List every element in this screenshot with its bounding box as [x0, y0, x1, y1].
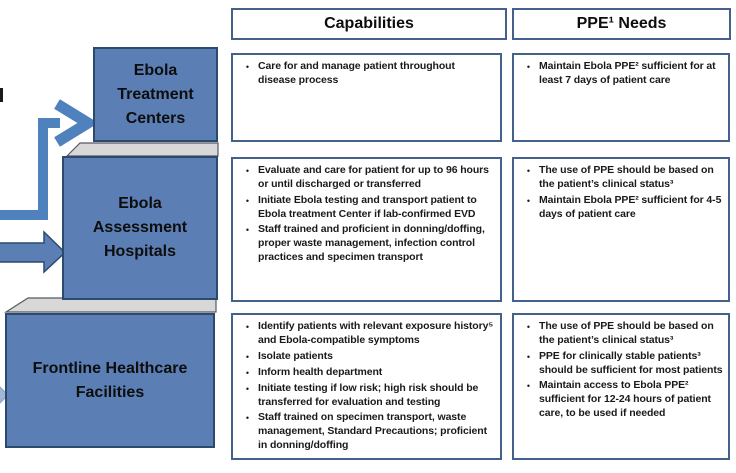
tier-label-frontline-facilities: Frontline Healthcare Facilities: [32, 359, 188, 401]
ppe-panel-frontline-facilities: • The use of PPE should be based on the …: [512, 313, 730, 460]
capabilities-panel-frontline-facilities: • Identify patients with relevant exposu…: [231, 313, 502, 460]
header-ppe-needs: PPE¹ Needs: [512, 8, 731, 40]
bullet-text: Initiate testing if low risk; high risk …: [258, 381, 479, 408]
bullet-text: The use of PPE should be based on the pa…: [539, 320, 714, 346]
bullet-item: • Initiate Ebola testing and transport p…: [237, 194, 495, 222]
bullet-item: • Maintain Ebola PPE² sufficient for at …: [518, 60, 723, 88]
bullet-icon: •: [526, 62, 531, 72]
capabilities-panel-treatment-centers: • Care for and manage patient throughout…: [231, 53, 502, 142]
ppe-panel-treatment-centers: • Maintain Ebola PPE² sufficient for at …: [512, 53, 730, 142]
tier-label-assessment-hospitals: Ebola Assessment Hospitals: [92, 195, 188, 260]
bullet-item: • The use of PPE should be based on the …: [518, 164, 723, 192]
bullet-item: • Identify patients with relevant exposu…: [237, 320, 495, 348]
bullet-icon: •: [245, 195, 250, 206]
tier-box-frontline-facilities: Frontline Healthcare Facilities: [5, 313, 215, 448]
bullet-icon: •: [526, 195, 531, 206]
bullet-icon: •: [526, 381, 531, 392]
bullet-item: • Care for and manage patient throughout…: [237, 60, 495, 88]
edge-artifact: [0, 88, 3, 102]
bullet-text: Maintain Ebola PPE² sufficient for 4-5 d…: [539, 193, 722, 220]
bullet-text: PPE for clinically stable patients³ shou…: [539, 349, 723, 376]
tier-label-treatment-centers: Ebola Treatment Centers: [117, 61, 194, 127]
bullet-text: Maintain Ebola PPE² sufficient for at le…: [539, 60, 716, 86]
bullet-text: Isolate patients: [258, 349, 333, 362]
bullet-icon: •: [245, 225, 250, 236]
flow-arrows-graphic: [0, 88, 219, 404]
step-strip-lower: [3, 297, 217, 313]
elbow-arrowhead-icon: [54, 99, 99, 147]
bullet-text: Evaluate and care for patient for up to …: [258, 164, 489, 190]
tier-box-treatment-centers: Ebola Treatment Centers: [93, 47, 218, 142]
header-capabilities: Capabilities: [231, 8, 507, 40]
bullet-item: • Initiate testing if low risk; high ris…: [237, 382, 495, 410]
header-ppe-needs-label: PPE¹ Needs: [576, 15, 667, 32]
bullet-icon: •: [526, 322, 531, 332]
bullet-icon: •: [526, 351, 531, 362]
elbow-arrow-to-treatment-icon: [0, 118, 60, 220]
bullet-icon: •: [245, 367, 250, 378]
bullet-item: • PPE for clinically stable patients³ sh…: [518, 350, 723, 378]
bullet-item: • Maintain Ebola PPE² sufficient for 4-5…: [518, 194, 723, 222]
bullet-item: • The use of PPE should be based on the …: [518, 320, 723, 348]
ppe-panel-assessment-hospitals: • The use of PPE should be based on the …: [512, 157, 730, 302]
bullet-item: • Isolate patients: [237, 350, 495, 364]
bullet-icon: •: [245, 62, 250, 72]
bullet-item: • Staff trained on specimen transport, w…: [237, 411, 495, 453]
bullet-icon: •: [245, 166, 250, 176]
bullet-item: • Staff trained and proficient in donnin…: [237, 223, 495, 265]
small-arrow-to-frontline-icon: [0, 386, 9, 404]
block-arrow-to-assessment-icon: [0, 230, 67, 274]
bullet-icon: •: [526, 166, 531, 176]
bullet-text: Care for and manage patient throughout d…: [258, 60, 455, 86]
bullet-text: Identify patients with relevant exposure…: [258, 320, 494, 346]
bullet-text: Staff trained and proficient in donning/…: [258, 223, 485, 264]
capabilities-panel-assessment-hospitals: • Evaluate and care for patient for up t…: [231, 157, 502, 302]
bullet-icon: •: [245, 351, 250, 362]
bullet-text: Initiate Ebola testing and transport pat…: [258, 193, 477, 220]
bullet-item: • Evaluate and care for patient for up t…: [237, 164, 495, 192]
bullet-icon: •: [245, 322, 250, 332]
tier-box-assessment-hospitals: Ebola Assessment Hospitals: [62, 156, 218, 300]
bullet-text: Maintain access to Ebola PPE² sufficient…: [539, 379, 711, 420]
header-capabilities-label: Capabilities: [324, 15, 414, 32]
bullet-text: The use of PPE should be based on the pa…: [539, 164, 714, 190]
bullet-text: Inform health department: [258, 365, 383, 378]
bullet-icon: •: [245, 383, 250, 394]
bullet-item: • Maintain access to Ebola PPE² sufficie…: [518, 379, 723, 421]
bullet-text: Staff trained on specimen transport, was…: [258, 411, 487, 452]
bullet-icon: •: [245, 413, 250, 424]
step-strip-upper: [65, 142, 219, 157]
bullet-item: • Inform health department: [237, 366, 495, 380]
